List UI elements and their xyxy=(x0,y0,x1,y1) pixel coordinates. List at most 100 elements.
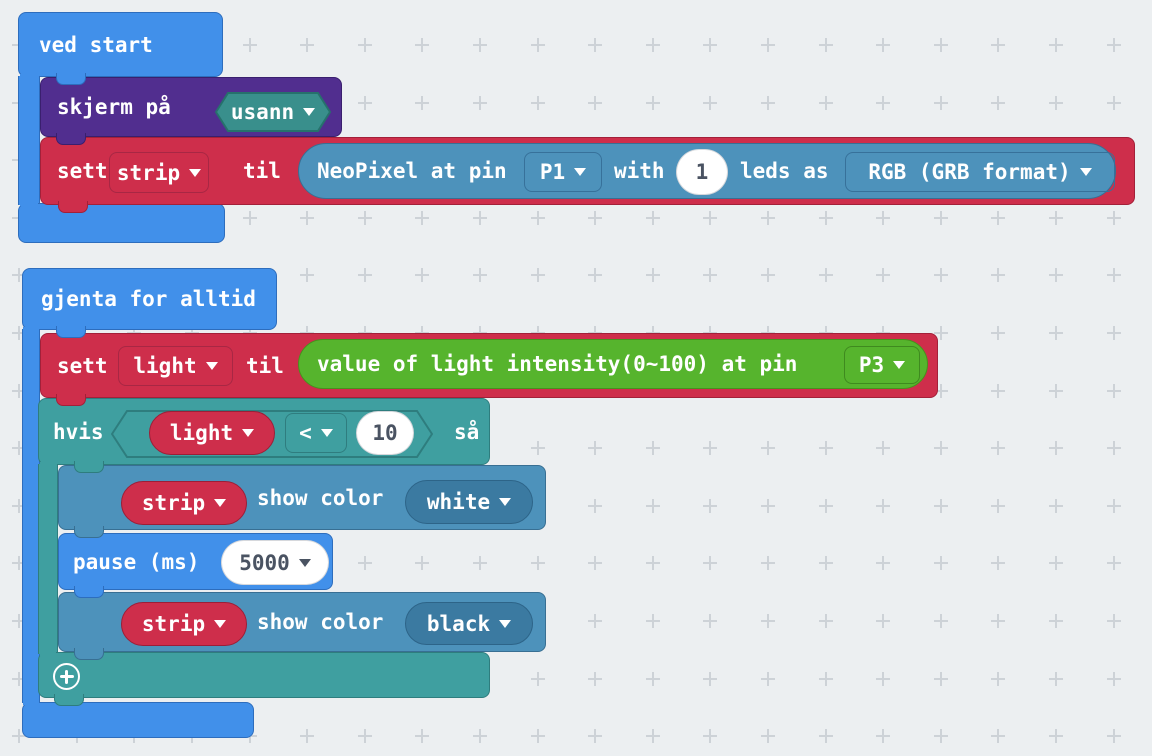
grid-plus-mark xyxy=(1106,268,1121,283)
led-count-field[interactable]: 1 xyxy=(676,149,728,195)
grid-plus-mark xyxy=(1049,441,1063,456)
variable-reporter-value: strip xyxy=(141,612,206,636)
with-label: with xyxy=(614,159,665,183)
set-variable-light-block[interactable]: sett light til value of light intensity(… xyxy=(40,333,938,398)
color-dropdown-white[interactable]: white xyxy=(405,480,533,524)
grid-plus-mark xyxy=(357,38,372,52)
variable-dropdown-light[interactable]: light xyxy=(118,346,233,386)
grid-plus-mark xyxy=(991,614,1006,628)
dropdown-arrow-icon xyxy=(499,498,512,506)
grid-plus-mark xyxy=(761,95,775,110)
format-dropdown[interactable]: RGB (GRB format) xyxy=(845,152,1115,192)
grid-plus-mark xyxy=(703,498,718,513)
grid-plus-mark xyxy=(933,614,948,628)
grid-plus-mark xyxy=(703,729,718,744)
dropdown-arrow-icon xyxy=(214,620,227,628)
dropdown-arrow-icon xyxy=(189,168,202,177)
grid-plus-mark xyxy=(588,95,603,110)
variable-reporter-strip[interactable]: strip xyxy=(121,602,247,646)
grid-plus-mark xyxy=(645,671,660,686)
grid-plus-mark xyxy=(876,498,891,513)
grid-plus-mark xyxy=(1106,671,1121,686)
grid-plus-mark xyxy=(761,556,775,571)
grid-plus-mark xyxy=(876,38,891,52)
grid-plus-mark xyxy=(12,556,27,571)
grid-plus-mark xyxy=(761,441,775,456)
grid-plus-mark xyxy=(703,95,718,110)
grid-plus-mark xyxy=(991,556,1006,571)
set-variable-strip-block[interactable]: sett strip til NeoPixel at pin P1 with 1… xyxy=(40,137,1135,205)
color-dropdown-black[interactable]: black xyxy=(405,602,533,645)
variable-reporter-strip[interactable]: strip xyxy=(121,481,247,525)
grid-plus-mark xyxy=(1049,38,1063,52)
grid-plus-mark xyxy=(415,38,430,52)
neopixel-prefix-label: NeoPixel at pin xyxy=(317,159,507,183)
pin-dropdown-p3[interactable]: P3 xyxy=(844,346,920,384)
grid-plus-mark xyxy=(703,38,718,52)
grid-plus-mark xyxy=(818,556,833,571)
leds-as-label: leds as xyxy=(740,159,829,183)
on-start-block-spine xyxy=(18,76,40,205)
boolean-hexagon xyxy=(215,92,331,132)
grid-plus-mark xyxy=(703,671,718,686)
operator-dropdown[interactable]: < xyxy=(285,413,347,453)
grid-plus-mark xyxy=(876,268,891,283)
grid-plus-mark xyxy=(530,210,545,225)
if-block-header[interactable]: hvis light < 10 så xyxy=(38,398,490,465)
pause-block[interactable]: pause (ms) 5000 xyxy=(58,533,333,590)
grid-plus-mark xyxy=(242,38,257,52)
grid-plus-mark xyxy=(1106,38,1121,52)
grid-plus-mark xyxy=(818,268,833,283)
boolean-dropdown[interactable]: usann xyxy=(215,92,331,132)
on-start-block-footer xyxy=(18,203,225,243)
variable-reporter-light[interactable]: light xyxy=(149,411,275,455)
grid-plus-mark xyxy=(1106,210,1121,225)
grid-plus-mark xyxy=(357,268,372,283)
variable-dropdown-strip[interactable]: strip xyxy=(109,152,209,193)
dropdown-arrow-icon xyxy=(303,108,316,116)
if-label: hvis xyxy=(53,419,104,444)
grid-plus-mark xyxy=(473,556,487,571)
grid-plus-mark xyxy=(933,210,948,225)
grid-plus-mark xyxy=(1049,268,1063,283)
grid-plus-mark xyxy=(761,498,775,513)
grid-plus-mark xyxy=(703,614,718,628)
show-color-black-block[interactable]: strip show color black xyxy=(58,592,546,652)
pin-dropdown-p1[interactable]: P1 xyxy=(524,152,602,192)
on-start-block-header[interactable]: ved start xyxy=(18,12,223,77)
neopixel-create-block[interactable]: NeoPixel at pin P1 with 1 leds as RGB (G… xyxy=(298,143,1116,199)
forever-block-header[interactable]: gjenta for alltid xyxy=(22,268,277,330)
pause-duration-dropdown[interactable]: 5000 xyxy=(221,540,329,585)
grid-plus-mark xyxy=(357,729,372,744)
to-label: til xyxy=(243,159,281,183)
dropdown-arrow-icon xyxy=(242,429,255,437)
show-color-white-block[interactable]: strip show color white xyxy=(58,465,546,530)
grid-plus-mark xyxy=(1106,498,1121,513)
if-block-spine xyxy=(38,464,58,654)
grid-plus-mark xyxy=(12,498,27,513)
grid-plus-mark xyxy=(357,210,372,225)
expand-if-plus-icon[interactable] xyxy=(53,663,80,690)
led-enable-block[interactable]: skjerm på usann xyxy=(40,77,342,137)
grid-plus-mark xyxy=(300,210,315,225)
grid-plus-mark xyxy=(818,498,833,513)
grid-plus-mark xyxy=(588,38,603,52)
grid-plus-mark xyxy=(876,441,891,456)
on-start-label: ved start xyxy=(39,32,153,57)
show-color-label: show color xyxy=(257,485,384,510)
grid-plus-mark xyxy=(645,556,660,571)
light-intensity-block[interactable]: value of light intensity(0~100) at pin P… xyxy=(298,339,928,389)
grid-plus-mark xyxy=(12,441,27,456)
grid-plus-mark xyxy=(1106,95,1121,110)
grid-plus-mark xyxy=(761,268,775,283)
grid-plus-mark xyxy=(876,95,891,110)
variable-dropdown-value: light xyxy=(133,354,197,378)
grid-plus-mark xyxy=(645,614,660,628)
grid-plus-mark xyxy=(588,210,603,225)
grid-plus-mark xyxy=(991,383,1006,398)
comparison-number-field[interactable]: 10 xyxy=(356,411,414,455)
grid-plus-mark xyxy=(242,210,257,225)
grid-plus-mark xyxy=(876,614,891,628)
grid-plus-mark xyxy=(991,729,1006,744)
variable-reporter-value: light xyxy=(169,421,234,445)
